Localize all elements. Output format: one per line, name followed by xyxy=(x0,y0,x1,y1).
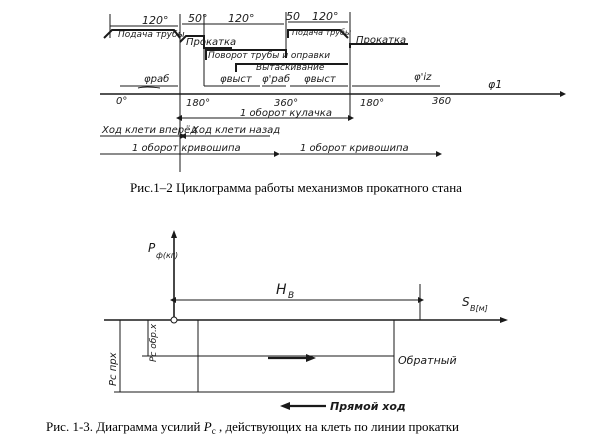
axis-angle: 360° xyxy=(274,98,298,109)
force-diagram: P ф(кг) H B S B[м] Pс прх Pс обр.х Обрат… xyxy=(46,230,508,436)
axis-angle: 360 xyxy=(432,96,451,107)
angle-label-top: 120° xyxy=(228,12,255,25)
angle-label-top: 120° xyxy=(312,10,339,23)
label-feed-tube: Подача трубы xyxy=(118,30,185,40)
phi-rab-label-2: φ'раб xyxy=(262,73,290,85)
label-forward-stroke: Прямой ход xyxy=(330,400,406,413)
x-axis-sub: B[м] xyxy=(470,304,488,313)
phi-vyst-label-2: φвыст xyxy=(304,74,337,85)
phi-iz-label: φ'iz xyxy=(414,72,432,83)
label-rolling-2: Прокатка xyxy=(356,35,406,46)
figure-caption: Рис.1–2 Циклограмма работы механизмов пр… xyxy=(130,180,462,195)
hb-label-sub: B xyxy=(288,291,294,301)
label-stand-forward: Ход клети вперёд xyxy=(101,125,197,136)
axis-angle: 180° xyxy=(186,98,210,109)
phi-vyst-label: φвыст xyxy=(220,74,253,85)
label-p-reverse: Pс обр.х xyxy=(149,323,159,362)
label-feed-tube-2: Подача трубы xyxy=(292,28,351,37)
hb-label: H xyxy=(276,282,287,298)
angle-label-top: 50 xyxy=(286,10,300,23)
axis-angle: 0° xyxy=(116,96,127,107)
cyclogram: 120° 50° 120° 50 120° Подача трубы Прока… xyxy=(100,10,566,195)
label-reverse-stroke: Обратный xyxy=(398,354,457,367)
angle-label-top: 120° xyxy=(142,14,169,27)
label-p-forward: Pс прх xyxy=(108,352,119,386)
y-axis-label: P xyxy=(148,241,156,255)
angle-label-top: 50° xyxy=(188,12,208,25)
phi-rab-label: φраб xyxy=(144,73,169,85)
x-axis-label: S xyxy=(462,295,470,309)
label-turn-tube: Поворот трубы и оправки xyxy=(208,51,330,61)
label-rolling: Прокатка xyxy=(186,37,236,48)
label-pulling-out: Вытаскивание xyxy=(256,63,325,73)
y-axis-sub: ф(кг) xyxy=(156,251,178,260)
label-stand-back: Ход клети назад xyxy=(191,125,280,136)
phi-1-label: φ1 xyxy=(488,78,502,91)
label-crank-2: 1 оборот кривошипа xyxy=(300,142,409,154)
label-cam-turn: 1 оборот кулачка xyxy=(240,107,332,119)
figure-caption-2: Рис. 1-3. Диаграмма усилий Pc , действую… xyxy=(46,419,459,436)
axis-angle: 180° xyxy=(360,98,384,109)
label-crank-1: 1 оборот кривошипа xyxy=(132,142,241,154)
